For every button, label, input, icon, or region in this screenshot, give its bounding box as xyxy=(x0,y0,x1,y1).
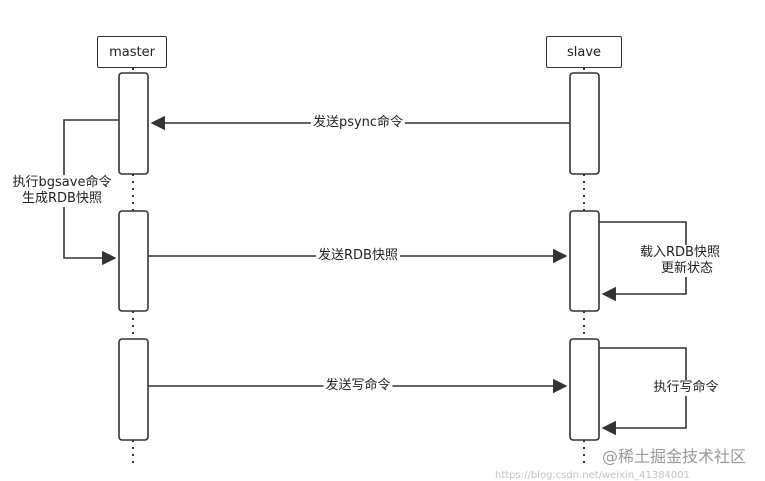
actor-master: master xyxy=(97,36,167,68)
psync-message-label: 发送psync命令 xyxy=(310,115,406,131)
watermark-url: https://blog.csdn.net/weixin_41384001 xyxy=(495,470,691,481)
master-activation-1 xyxy=(118,72,149,175)
exec-write-note: 执行写命令 xyxy=(651,380,721,396)
master-activation-2 xyxy=(118,210,149,312)
master-activation-3 xyxy=(118,338,149,441)
watermark-text: @稀土掘金技术社区 xyxy=(602,447,747,466)
write-message-label: 发送写命令 xyxy=(323,378,393,394)
rdb-message-label: 发送RDB快照 xyxy=(316,248,400,264)
load-note-line2: 更新状态 xyxy=(658,261,716,277)
slave-activation-3 xyxy=(569,338,600,441)
load-note-line1: 载入RDB快照 xyxy=(638,245,722,261)
slave-activation-2 xyxy=(569,210,600,312)
slave-activation-1 xyxy=(569,72,600,175)
actor-slave: slave xyxy=(546,36,622,68)
bgsave-note-line1: 执行bgsave命令 xyxy=(10,175,114,191)
bgsave-note-line2: 生成RDB快照 xyxy=(20,191,104,207)
